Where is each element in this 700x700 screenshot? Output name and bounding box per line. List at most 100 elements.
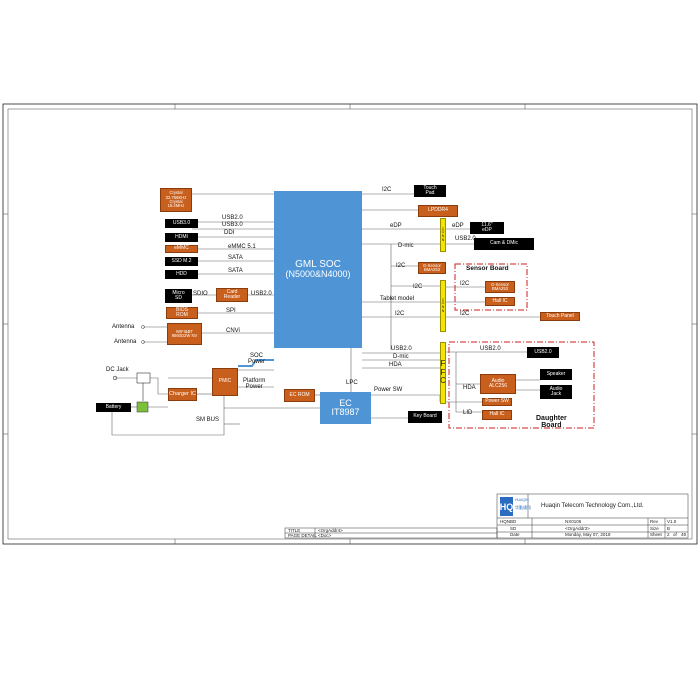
bus-i2c-sensorboard: I2C [460, 281, 470, 287]
bus-emmc51: eMMC 5.1 [228, 244, 256, 250]
rev-label: Rev [650, 519, 659, 524]
size-value: B [667, 526, 671, 531]
charger-ic: Charger IC [168, 388, 197, 401]
size-label: Size [650, 526, 659, 531]
antenna-label-2: Antenna [114, 339, 137, 345]
bus-tablet-model: Tablet model [380, 296, 415, 302]
bus-i2c-touchpanel: I2C [395, 311, 405, 317]
dc-jack-label: DC Jack [106, 367, 129, 373]
g-sensor-2: G-Sensor BMA253 [485, 281, 515, 293]
company-name: Huaqin Telecom Technology Com.,Ltd. [541, 503, 644, 509]
sd-value: <OrgAddr3> [565, 526, 590, 531]
ec-line2: IT8987 [331, 407, 360, 417]
ec-rom-chip: EC ROM [284, 389, 315, 402]
usb20-daughter-port: USB2.0 [527, 347, 559, 358]
ec-line1: EC [339, 397, 352, 408]
audio-jack: Audio Jack [540, 385, 572, 399]
bus-sm-bus: SM BUS [196, 417, 220, 423]
connector-2: C O N N [440, 280, 446, 332]
project-name: NX0106 [565, 519, 582, 524]
bus-usb20-card: USB2.0 [251, 291, 272, 297]
bios-rom-chip: BIOS ROM [166, 307, 198, 319]
rev-value: V1.0 [667, 519, 677, 524]
ssd-m2: SSD M.2 [165, 257, 198, 266]
ec-it8987-block: EC IT8987 [320, 392, 371, 424]
page-detail-value: <Doc> [318, 533, 332, 538]
cam-dmic: Cam & DMic [474, 238, 534, 250]
page-detail-label: PAGE DETAIL [288, 533, 317, 538]
crystal-block: Crystal 32.768KHz Crystal 19.2MHz [160, 188, 192, 212]
hdd: HDD [165, 270, 198, 279]
bus-edp-right: eDP [452, 223, 464, 229]
gml-soc-block: GML SOC (N5000&N4000) [274, 191, 362, 348]
edp-panel: 11.6" eDP [470, 222, 504, 234]
bus-platform-power: Platform Power [243, 378, 266, 390]
sheet-label: Sheet [650, 532, 662, 537]
sensor-board-outline [454, 263, 528, 311]
title-value: <OrgAddr4> [318, 528, 343, 533]
bus-i2c-touchpanel-right: I2C [460, 311, 470, 317]
battery: Battery [96, 403, 131, 412]
speaker: Speaker [540, 369, 572, 380]
title-label: TITLE [288, 528, 301, 533]
logo-cn: 华勤通讯 [515, 505, 531, 510]
antenna-label-1: Antenna [112, 324, 135, 330]
hdmi-port: HDMI [165, 233, 198, 242]
touch-panel: Touch Panel [540, 312, 580, 321]
bus-usb20-daughter: USB2.0 [391, 346, 412, 352]
bus-hda: HDA [389, 362, 402, 368]
audio-codec-alc256: Audio ALC256 [480, 374, 516, 394]
bus-hda-daughter: HDA [463, 385, 476, 391]
bus-soc-power: SOC Power [248, 353, 266, 365]
soc-line1: GML SOC [295, 258, 341, 270]
keyboard: Key Board [408, 411, 442, 423]
usb30-port: USB3.0 [165, 219, 198, 228]
project-label: HQNBD [500, 519, 517, 524]
sheet-total: 49 [681, 532, 687, 537]
sd-label: SD [510, 526, 517, 531]
svg-text:HQ: HQ [500, 502, 514, 512]
card-reader-chip: Card Reader [216, 288, 248, 302]
soc-line2: (N5000&N4000) [285, 269, 351, 280]
sensor-board-title: Sensor Board [466, 265, 509, 272]
hall-ic-2: Hall IC [482, 410, 512, 420]
micro-sd-slot: Micro SD [165, 289, 192, 303]
sheet-number: 2 [667, 532, 670, 537]
daughter-board-outline [448, 341, 595, 429]
bus-cnvi: CNVi [226, 328, 240, 334]
bus-sdio: SDIO [193, 291, 208, 297]
bus-lpc: LPC [346, 380, 358, 386]
emmc-chip: eMMC [165, 245, 198, 253]
bus-dmic: D-mic [398, 243, 414, 249]
bus-lid: LID [463, 410, 473, 416]
bus-spi: SPI [226, 308, 236, 314]
date-value: Monday, May 07, 2018 [565, 532, 611, 537]
bus-usb20: USB2.0 [222, 215, 243, 221]
ffc-connector: F F C [440, 342, 446, 404]
bus-i2c-tablet: I2C [413, 284, 423, 290]
daughter-board-title: Daughter Board [536, 415, 567, 429]
date-label: Date [510, 532, 520, 537]
bus-i2c-gsensor: I2C [396, 263, 406, 269]
lpddr4-memory: LPDDR4 [418, 205, 458, 217]
bus-power-sw: Power SW [374, 387, 403, 393]
connector-1: C O N N [440, 218, 446, 252]
bus-dmic-daughter: D-mic [393, 354, 409, 360]
hall-ic-1: Hall IC [485, 297, 515, 306]
sheet-of: of [673, 532, 677, 537]
bus-ddi: DDI [224, 230, 235, 236]
bus-usb20-cam: USB2.0 [455, 236, 476, 242]
logo-wordmark: HUAQIN [515, 498, 529, 502]
bus-usb20-daughter-right: USB2.0 [480, 346, 501, 352]
pmic-chip: PMIC [212, 368, 238, 396]
g-sensor-1: G-Sensor BMA253 [418, 262, 446, 274]
touch-pad: Touch Pad [414, 185, 446, 197]
bus-sata-hdd: SATA [228, 268, 243, 274]
bus-usb30: USB3.0 [222, 222, 243, 228]
bus-i2c-touchpad: I2C [382, 187, 392, 193]
bus-sata-ssd: SATA [228, 255, 243, 261]
wifi-bt-module: WIFI&BT 9560D2W NV [167, 323, 202, 345]
bus-edp: eDP [390, 223, 402, 229]
